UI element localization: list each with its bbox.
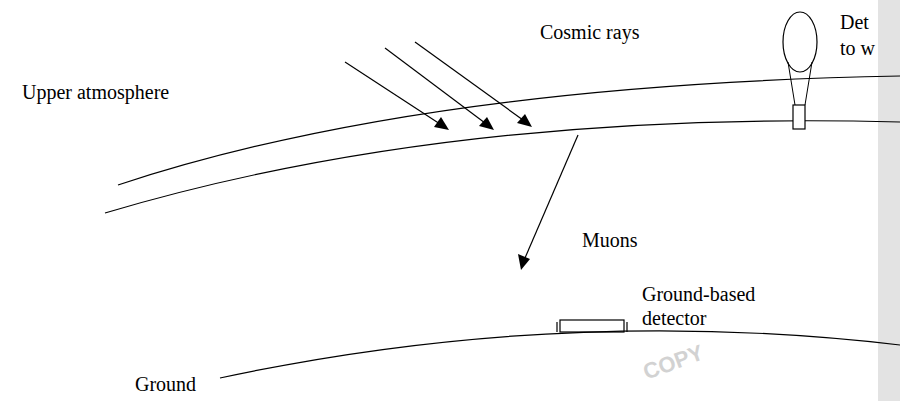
detector-tick	[556, 322, 557, 332]
atmosphere-arc	[118, 76, 900, 185]
arrowheads	[434, 114, 532, 130]
cosmic-ray-lines	[345, 42, 523, 124]
ground-detector	[560, 320, 624, 332]
side-panel	[878, 0, 900, 401]
atmosphere-arc	[105, 121, 900, 213]
detector-tick	[626, 322, 627, 332]
ground-label: Ground	[135, 372, 196, 396]
cut-off-text: to w	[840, 36, 875, 60]
muons-label: Muons	[582, 228, 638, 252]
muon-line	[525, 135, 578, 258]
region-label: Upper atmosphere	[22, 80, 169, 104]
balloon-string	[805, 62, 812, 105]
arrowhead	[518, 254, 530, 270]
detector-label: Ground-based detector	[642, 282, 774, 330]
balloon-string	[788, 62, 795, 105]
cut-off-text: Det	[840, 10, 869, 34]
cosmic-rays-label: Cosmic rays	[540, 20, 639, 44]
ground-arc	[220, 331, 900, 378]
watermark: COPY	[640, 341, 707, 385]
balloon-detector	[793, 105, 805, 129]
